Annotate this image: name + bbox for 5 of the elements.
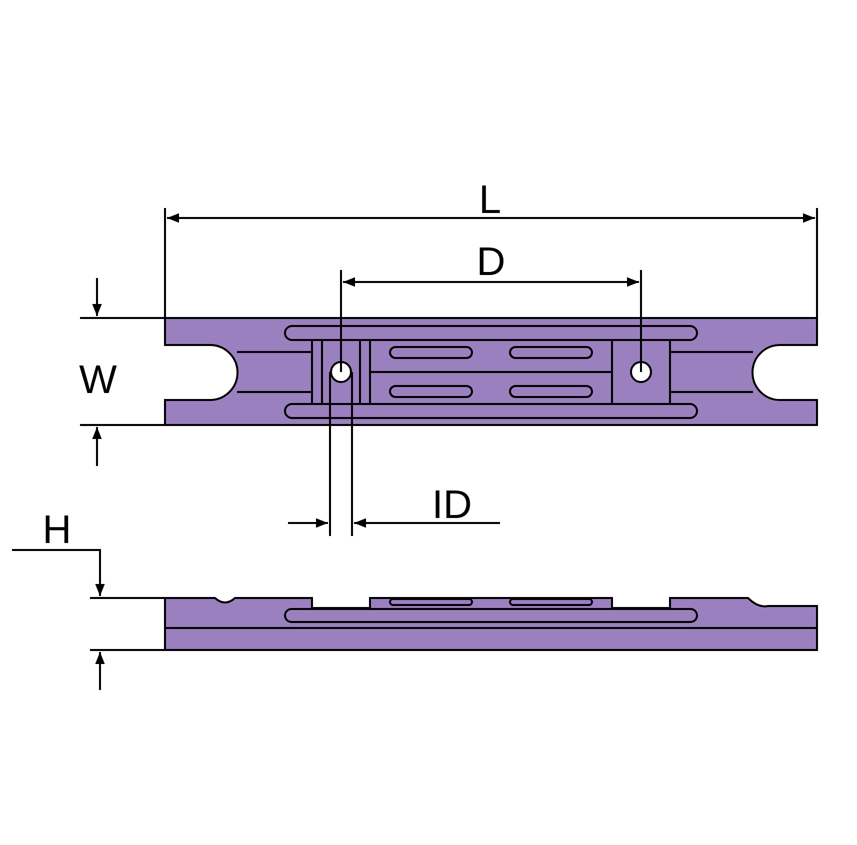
dimension-label: H [42, 510, 72, 550]
dimension-label: W [79, 360, 117, 400]
dimension-label: L [478, 180, 502, 220]
dimension-label: ID [432, 485, 472, 525]
dimension-label: D [476, 242, 506, 282]
